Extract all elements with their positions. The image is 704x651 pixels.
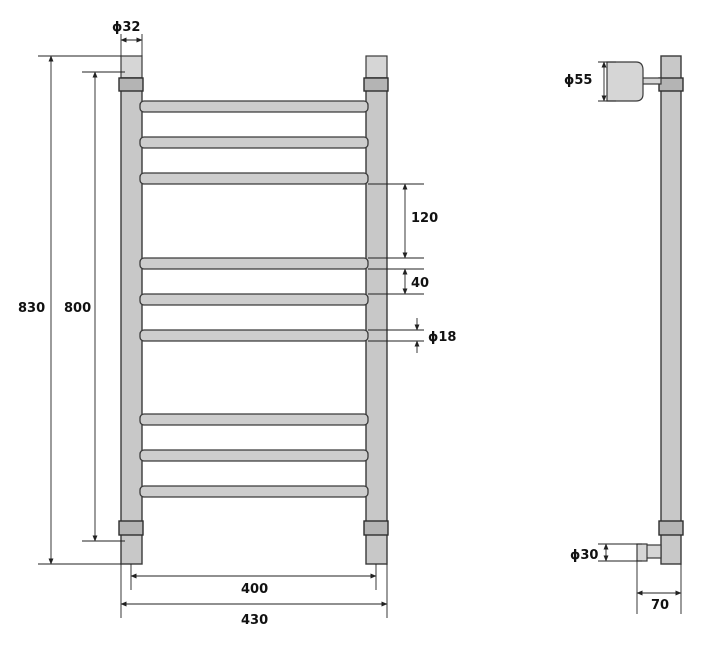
dim-tube-diameter: ϕ32 <box>112 20 143 56</box>
dim-label-tube-diameter: ϕ32 <box>112 20 140 35</box>
top-mount-stem <box>641 77 662 85</box>
right-vertical-tube <box>365 77 388 565</box>
top-wall-mount <box>606 61 662 102</box>
horizontal-bars <box>139 100 369 498</box>
dim-label-bar-spacing-large: 120 <box>411 211 438 226</box>
dim-bar-spacing-large: 120 <box>368 183 438 259</box>
horizontal-bar <box>139 136 369 149</box>
horizontal-bar <box>139 485 369 498</box>
dim-label-center-height: 800 <box>64 301 91 316</box>
horizontal-bar <box>139 329 369 342</box>
dim-label-center-width: 400 <box>241 582 268 597</box>
horizontal-bar <box>139 100 369 113</box>
bottom-connector-stem <box>645 544 662 559</box>
left-top-cap <box>120 55 143 79</box>
horizontal-bar <box>139 413 369 426</box>
horizontal-bar <box>139 257 369 270</box>
dim-label-total-height: 830 <box>18 301 45 316</box>
front-view: ϕ32 830 800 120 40 <box>18 20 456 628</box>
dim-label-mount-diameter: ϕ55 <box>564 73 592 88</box>
dim-center-height: 800 <box>64 71 125 542</box>
side-top-collar <box>658 77 684 92</box>
horizontal-bar <box>139 449 369 462</box>
dim-bar-spacing-small: 40 <box>368 268 429 295</box>
left-vertical-tube <box>120 77 143 565</box>
dim-mount-diameter: ϕ55 <box>564 61 616 102</box>
dim-total-height: 830 <box>18 55 121 565</box>
dim-center-width: 400 <box>130 564 377 597</box>
dim-total-width: 430 <box>120 564 388 628</box>
dim-wall-offset: 70 <box>636 561 682 614</box>
right-bottom-collar <box>363 520 389 536</box>
side-view: ϕ55 ϕ30 70 <box>564 55 684 614</box>
dim-label-total-width: 430 <box>241 613 268 628</box>
horizontal-bar <box>139 293 369 306</box>
dim-label-connector-diameter: ϕ30 <box>570 548 598 563</box>
dim-label-bar-spacing-small: 40 <box>411 276 429 291</box>
dim-bar-diameter: ϕ18 <box>368 318 456 353</box>
side-vertical-tube <box>660 55 682 565</box>
bottom-connector-nut <box>636 543 648 562</box>
bottom-connector <box>636 543 662 562</box>
right-top-cap <box>365 55 388 79</box>
top-mount-cup <box>606 61 644 102</box>
dim-connector-diameter: ϕ30 <box>570 543 642 563</box>
side-bottom-collar <box>658 520 684 536</box>
dim-label-wall-offset: 70 <box>651 598 669 613</box>
left-bottom-collar <box>118 520 144 536</box>
horizontal-bar <box>139 172 369 185</box>
right-top-collar <box>363 77 389 92</box>
left-top-collar <box>118 77 144 92</box>
dim-label-bar-diameter: ϕ18 <box>428 330 456 345</box>
